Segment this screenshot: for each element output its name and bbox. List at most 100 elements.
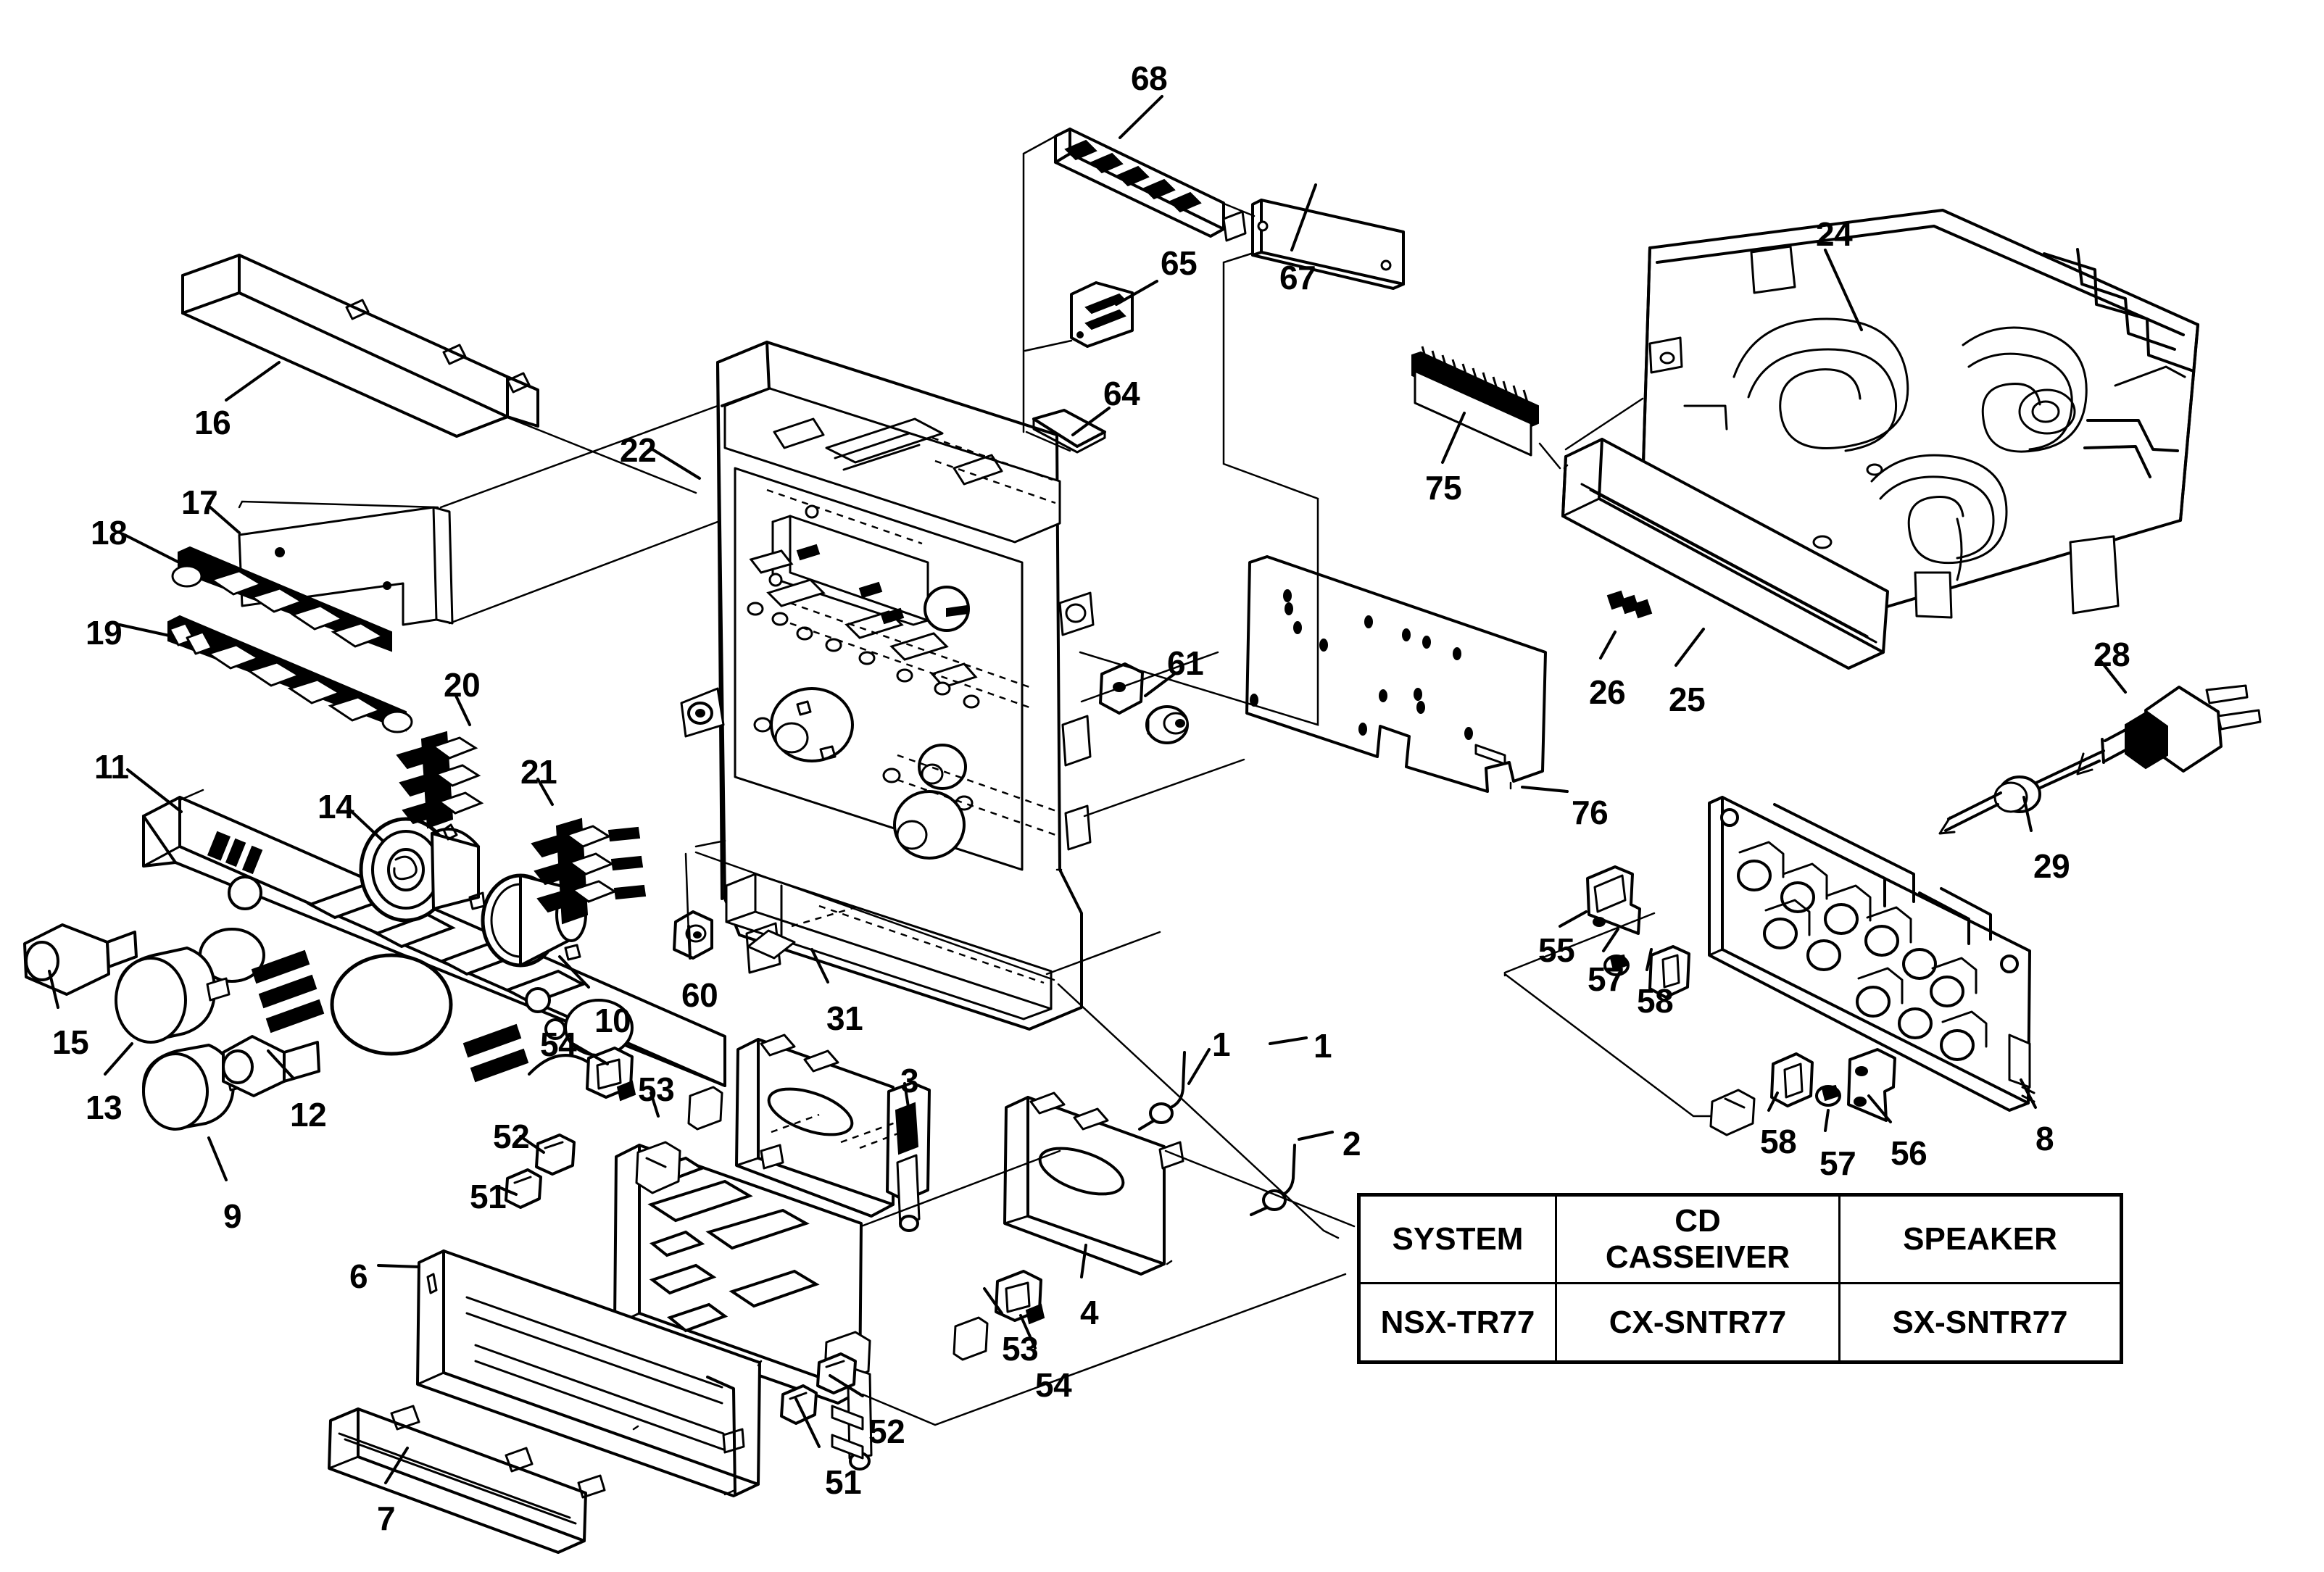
callout-number-28: 28 (2093, 636, 2130, 673)
leader-line-8 (2020, 1078, 2037, 1109)
leader-line-12 (267, 1049, 295, 1080)
callout-leader-lines (48, 95, 2127, 1484)
leader-line-15 (48, 970, 59, 1009)
part-14-speaker (359, 817, 486, 923)
callout-number-29: 29 (2033, 847, 2070, 885)
leader-line-28 (2099, 660, 2127, 694)
part-4-cassette-holder-right (1003, 1091, 1184, 1276)
bracket-pin-left (1709, 1089, 1756, 1136)
leader-line-31 (810, 948, 829, 983)
callout-number-15: 15 (52, 1023, 89, 1061)
callout-number-3: 3 (900, 1062, 919, 1099)
callout-number-53: 53 (1002, 1330, 1039, 1368)
callout-number-22: 22 (620, 431, 657, 469)
part-11-control-panel (142, 796, 726, 1087)
callout-number-67: 67 (1279, 259, 1316, 296)
table-value-cd-casseiver: CX-SNTR77 (1555, 1282, 1840, 1363)
leader-line-57 (1824, 1109, 1830, 1132)
part-65-connector (1070, 281, 1134, 348)
callout-number-20: 20 (444, 666, 481, 704)
part-20-connector-block (396, 731, 484, 829)
part-12-knob-shaft (222, 1035, 320, 1097)
callout-number-76: 76 (1572, 794, 1609, 831)
callout-number-17: 17 (181, 483, 218, 521)
part-25-side-rail (1561, 438, 1889, 670)
callout-number-24: 24 (1816, 215, 1853, 253)
leader-line-57 (1602, 928, 1619, 952)
part-57-screw-top (1603, 954, 1630, 976)
part-52-block-upper (535, 1134, 576, 1176)
leader-line-54 (571, 1042, 609, 1065)
callout-number-75: 75 (1425, 469, 1462, 507)
part-53-clip-left (687, 1086, 723, 1131)
leader-line-9 (207, 1136, 228, 1181)
part-58-clamp-top (1648, 945, 1690, 999)
callout-number-54: 54 (540, 1026, 577, 1063)
table-header-row: SYSTEM CD CASSEIVER SPEAKER (1358, 1194, 2122, 1284)
callout-number-68: 68 (1131, 59, 1168, 97)
part-68-key-pcb (1054, 128, 1247, 242)
leader-line-14 (346, 807, 384, 842)
leader-line-3 (903, 1082, 911, 1118)
leader-line-26 (1599, 631, 1617, 660)
assembly-guidelines (178, 135, 1712, 1496)
leader-line-10 (558, 955, 590, 989)
part-22-main-chassis (680, 341, 1095, 1031)
leader-line-2 (1298, 1131, 1334, 1141)
part-13-knob (115, 947, 231, 1044)
leader-line-54 (1019, 1314, 1037, 1349)
table-value-speaker: SX-SNTR77 (1838, 1282, 2122, 1363)
leader-line-19 (118, 623, 174, 638)
callout-number-57: 57 (1819, 1144, 1856, 1182)
table-header-cd-line2: CASSEIVER (1605, 1239, 1790, 1275)
callout-number-16: 16 (194, 404, 231, 441)
callout-number-56: 56 (1891, 1134, 1927, 1172)
part-26-aiwa-badge (1606, 590, 1653, 619)
callout-number-58: 58 (1637, 982, 1674, 1020)
leader-line-17 (209, 506, 241, 534)
leader-line-64 (1071, 407, 1111, 436)
callout-number-51: 51 (470, 1178, 507, 1215)
part-54-connector-right (995, 1270, 1045, 1325)
leader-line-60 (687, 925, 692, 960)
callout-number-14: 14 (318, 788, 354, 825)
part-55-bracket (1586, 865, 1641, 935)
leader-line-68 (1119, 95, 1163, 139)
callout-number-57: 57 (1588, 960, 1624, 998)
part-21-connector-block (531, 818, 647, 925)
leader-line-4 (1080, 1244, 1087, 1278)
leader-line-22 (651, 448, 701, 480)
part-52-block-lower (816, 1352, 857, 1394)
part-67-plate (1251, 199, 1405, 290)
leader-line-18 (123, 533, 179, 563)
part-1-spring-left (1138, 1051, 1186, 1131)
table-value-system: NSX-TR77 (1358, 1282, 1557, 1363)
part-57-screw-bottom (1815, 1084, 1841, 1107)
part-58-clamp-bottom (1770, 1052, 1814, 1107)
part-2-spring-right (1250, 1144, 1296, 1216)
part-61-grommet-b (1145, 705, 1189, 744)
callout-number-8: 8 (2035, 1120, 2054, 1157)
part-18-button-strip (171, 546, 392, 652)
leader-line-53 (650, 1091, 660, 1118)
leader-line-6 (377, 1264, 420, 1268)
part-24-cd-mechanism (1641, 209, 2199, 619)
table-header-cd-casseiver: CD CASSEIVER (1555, 1194, 1840, 1284)
leader-line-61 (1144, 673, 1176, 697)
part-15-knob (23, 923, 138, 996)
leader-line-67 (1290, 183, 1317, 251)
callout-number-7: 7 (377, 1500, 396, 1537)
callout-number-64: 64 (1103, 375, 1140, 412)
part-64-plate (1032, 409, 1106, 454)
leader-line-58 (1646, 948, 1653, 971)
leader-line-51 (794, 1397, 821, 1448)
callout-number-25: 25 (1669, 681, 1706, 718)
leader-line-7 (384, 1447, 409, 1484)
callout-number-58: 58 (1760, 1123, 1797, 1160)
leader-line-58 (1767, 1091, 1779, 1112)
leader-line-56 (1867, 1094, 1892, 1123)
part-31-marker (747, 884, 856, 960)
part-19-button-strip (167, 615, 413, 733)
callout-number-60: 60 (681, 976, 718, 1014)
